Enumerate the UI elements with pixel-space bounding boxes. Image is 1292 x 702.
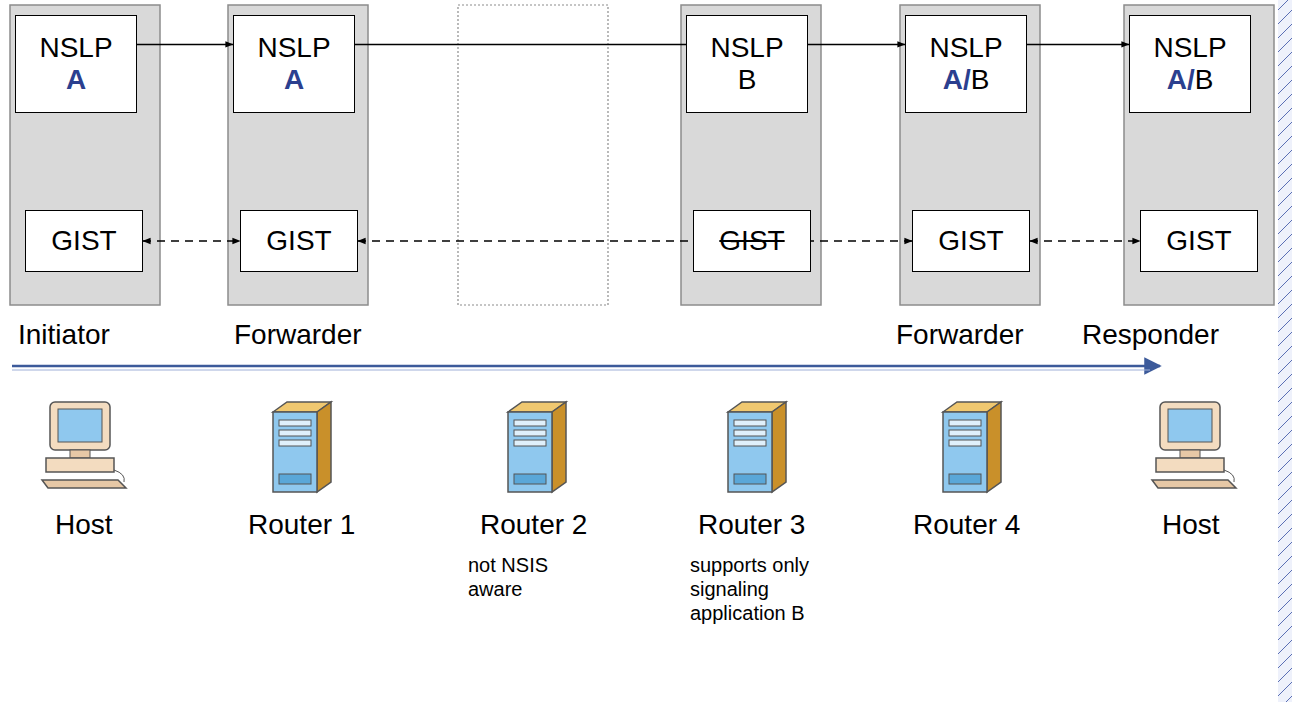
box-text: NSLP	[257, 32, 330, 64]
gist-box: GIST	[693, 210, 811, 272]
device-label: Router 3	[698, 508, 805, 542]
signaling-arrow	[358, 240, 912, 242]
nslp-box: NSLPA/B	[1129, 15, 1251, 113]
signaling-arrow	[355, 44, 905, 46]
box-text: NSLP	[929, 32, 1002, 64]
signaling-arrow	[143, 240, 240, 242]
device-label: Router 4	[913, 508, 1020, 542]
device-label: Host	[1162, 508, 1220, 542]
nslp-box: NSLPA/B	[905, 15, 1027, 113]
box-text: GIST	[719, 225, 784, 257]
nslp-box: NSLPA	[233, 15, 355, 113]
gist-box: GIST	[25, 210, 143, 272]
box-text: GIST	[1166, 225, 1231, 257]
gist-box: GIST	[240, 210, 358, 272]
box-text: A/B	[1167, 64, 1214, 96]
box-text: A/B	[943, 64, 990, 96]
role-label: Initiator	[18, 318, 110, 352]
box-text: B	[738, 64, 757, 96]
role-label: Responder	[1082, 318, 1219, 352]
box-text: GIST	[266, 225, 331, 257]
box-text: NSLP	[39, 32, 112, 64]
box-text: NSLP	[710, 32, 783, 64]
box-text: A	[66, 64, 86, 96]
nslp-box: NSLPB	[686, 15, 808, 113]
gist-box: GIST	[912, 210, 1030, 272]
box-text: GIST	[938, 225, 1003, 257]
device-label: Host	[55, 508, 113, 542]
box-text: NSLP	[1153, 32, 1226, 64]
signaling-arrow	[1030, 240, 1140, 242]
nslp-box: NSLPA	[15, 15, 137, 113]
note-label: supports only signaling application B	[690, 553, 855, 625]
note-label: not NSIS aware	[468, 553, 578, 601]
signaling-arrow	[1027, 44, 1129, 46]
role-label: Forwarder	[896, 318, 1024, 352]
box-text: A	[284, 64, 304, 96]
device-label: Router 2	[480, 508, 587, 542]
box-text: GIST	[51, 225, 116, 257]
role-label: Forwarder	[234, 318, 362, 352]
signaling-arrow	[137, 44, 233, 46]
device-label: Router 1	[248, 508, 355, 542]
gist-box: GIST	[1140, 210, 1258, 272]
